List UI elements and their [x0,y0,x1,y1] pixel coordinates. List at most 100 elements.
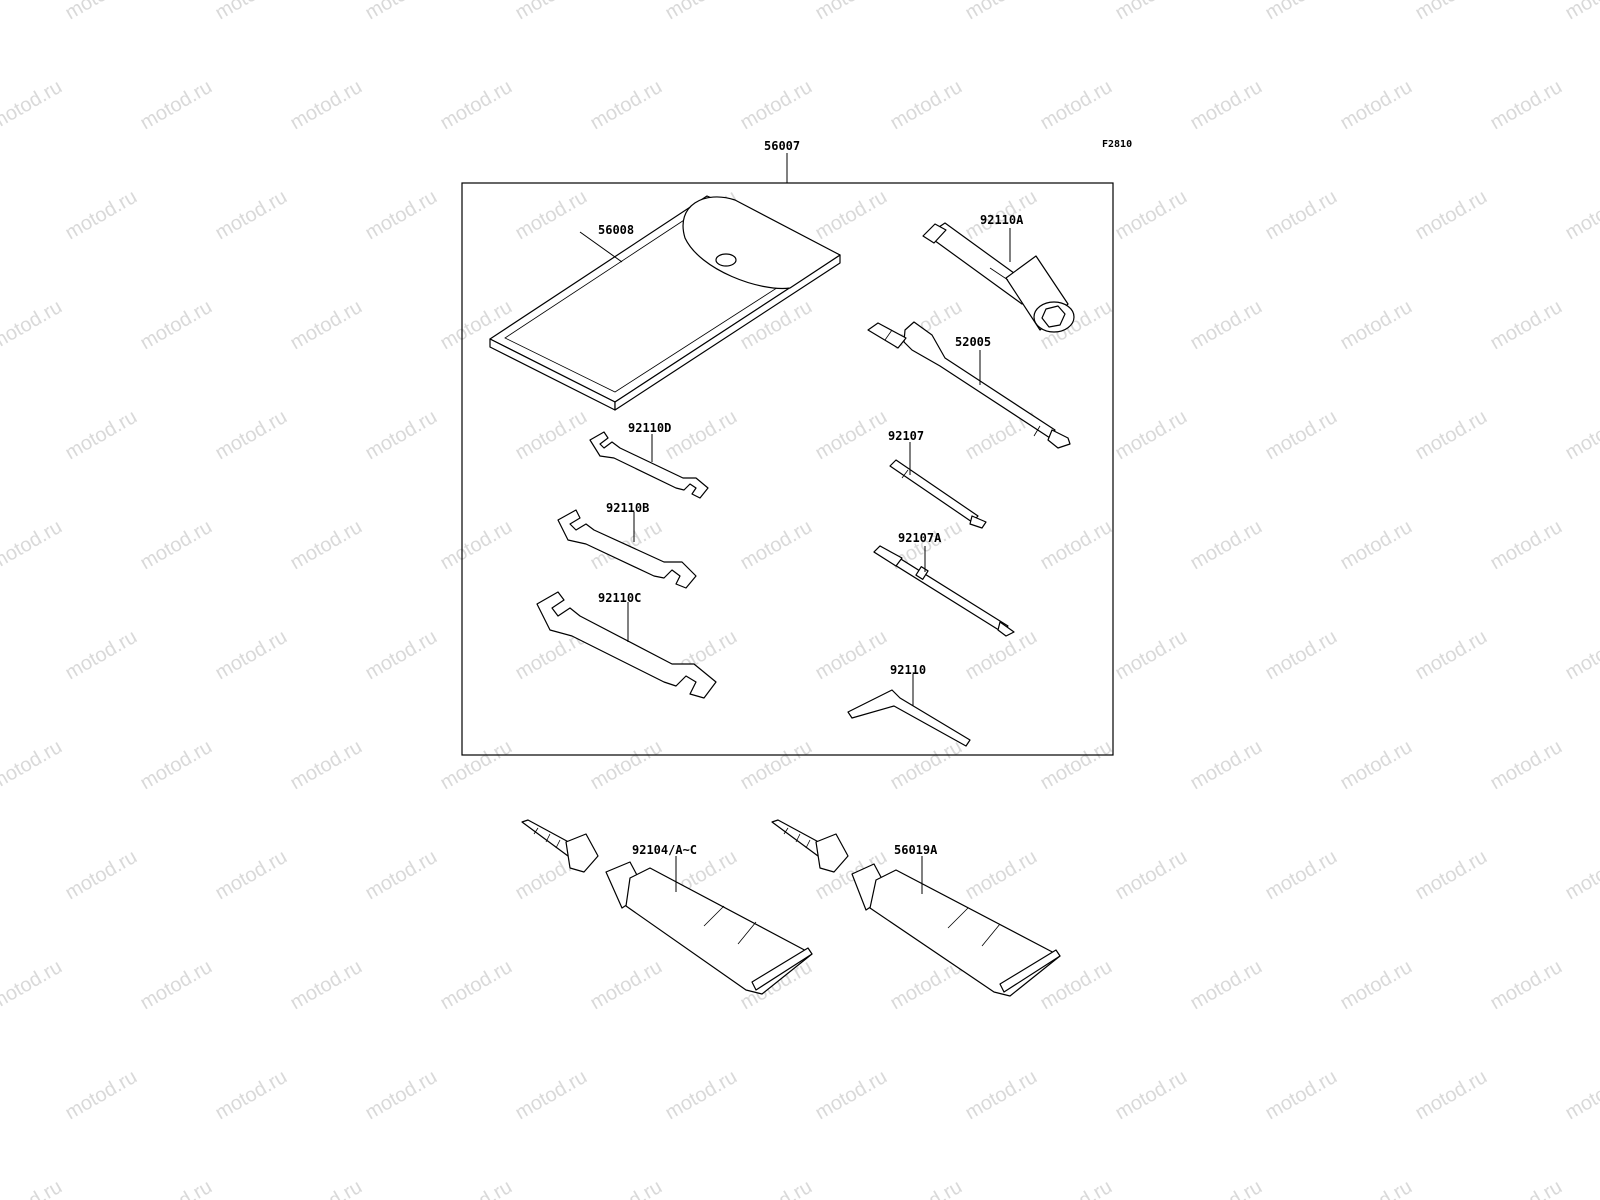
watermark-text: motod.ru [212,626,291,685]
watermark-text: motod.ru [737,76,816,135]
wrench-b-drawing [557,509,697,589]
watermark-text: motod.ru [1187,296,1266,355]
watermark-text: motod.ru [1262,186,1341,245]
watermark-text: motod.ru [287,296,366,355]
watermark-text: motod.ru [1487,1176,1566,1200]
watermark-text: motod.ru [137,736,216,795]
watermark-text: motod.ru [1112,186,1191,245]
watermark-text: motod.ru [1037,516,1116,575]
watermark-text: motod.ru [1187,956,1266,1015]
watermark-text: motod.ru [1337,296,1416,355]
watermark-text: motod.ru [137,76,216,135]
watermark-text: motod.ru [1187,736,1266,795]
watermark-text: motod.ru [962,0,1041,24]
label-wrench-d: 92110D [628,421,671,435]
watermark-text: motod.ru [362,406,441,465]
watermark-text: motod.ru [437,76,516,135]
watermark-text: motod.ru [812,1066,891,1125]
watermark-text: motod.ru [62,626,141,685]
watermark-text: motod.ru [1562,1066,1600,1125]
watermark-text: motod.ru [437,956,516,1015]
watermark-text: motod.ru [362,186,441,245]
label-plug-wrench: 92110A [980,213,1024,227]
label-hex-key: 92110 [890,663,926,677]
watermark-text: motod.ru [137,1176,216,1200]
watermark-text: motod.ru [962,846,1041,905]
watermark-text: motod.ru [1337,736,1416,795]
watermark-text: motod.ru [212,0,291,24]
watermark-text: motod.ru [437,516,516,575]
watermark-text: motod.ru [1262,846,1341,905]
watermark-text: motod.ru [362,1066,441,1125]
watermark-text: motod.ru [962,626,1041,685]
watermark-text: motod.ru [512,186,591,245]
watermark-text: motod.ru [1112,846,1191,905]
label-tube-2: 56019A [894,843,938,857]
label-wrench-c: 92110C [598,591,641,605]
watermark-text: motod.ru [812,406,891,465]
watermark-text: motod.ru [1562,406,1600,465]
watermark-text: motod.ru [287,736,366,795]
watermark-text: motod.ru [887,736,966,795]
watermark-text: motod.ru [1337,516,1416,575]
label-screwdriver-a: 92107A [898,531,942,545]
watermark-text: motod.ru [587,76,666,135]
watermark-text: motod.ru [1487,76,1566,135]
watermark-text: motod.ru [1412,626,1491,685]
watermark-text: motod.ru [1037,1176,1116,1200]
tube-2-drawing [771,819,1061,997]
label-wrench-b: 92110B [606,501,649,515]
watermark-text: motod.ru [362,0,441,24]
watermark-text: motod.ru [62,186,141,245]
watermark-text: motod.ru [212,406,291,465]
label-pouch: 56008 [598,223,634,237]
label-kit: 56007 [764,139,800,153]
watermark-text: motod.ru [1037,736,1116,795]
hex-key-drawing [847,689,971,747]
watermark-text: motod.ru [212,846,291,905]
watermark-text: motod.ru [512,406,591,465]
watermark-text: motod.ru [437,736,516,795]
watermark-text: motod.ru [737,736,816,795]
watermark-text: motod.ru [0,516,66,575]
watermark-text: motod.ru [662,1066,741,1125]
watermark-text: motod.ru [512,0,591,24]
watermark-text: motod.ru [137,956,216,1015]
tube-1-drawing [521,819,813,995]
plug-wrench-drawing [922,222,1075,333]
handle-drawing [867,321,1071,449]
pouch-drawing [489,195,841,411]
watermark-text: motod.ru [1487,516,1566,575]
watermark-text: motod.ru [137,516,216,575]
watermark-text: motod.ru [1262,1066,1341,1125]
watermark-text: motod.ru [737,516,816,575]
watermark-text: motod.ru [1262,0,1341,24]
watermark-text: motod.ru [1412,186,1491,245]
watermark-text: motod.ru [1112,1066,1191,1125]
watermark-text: motod.ru [587,1176,666,1200]
watermark-text: motod.ru [1562,626,1600,685]
watermark-text: motod.ru [0,76,66,135]
watermark-text: motod.ru [812,0,891,24]
watermark-text: motod.ru [362,846,441,905]
watermark-text: motod.ru [962,1066,1041,1125]
watermark-text: motod.ru [1487,956,1566,1015]
watermark-text: motod.ru [1112,0,1191,24]
watermark-text: motod.ru [1487,296,1566,355]
watermark-text: motod.ru [1412,0,1491,24]
watermark-text: motod.ru [662,406,741,465]
watermark-text: motod.ru [1487,736,1566,795]
watermark-text: motod.ru [287,1176,366,1200]
watermark-text: motod.ru [1262,406,1341,465]
watermark-text: motod.ru [212,1066,291,1125]
watermark-text: motod.ru [1337,956,1416,1015]
watermark-text: motod.ru [287,76,366,135]
watermark-text: motod.ru [1412,1066,1491,1125]
watermark-text: motod.ru [437,1176,516,1200]
watermark-text: motod.ru [512,1066,591,1125]
wrench-d-drawing [589,431,709,499]
watermark-text: motod.ru [887,76,966,135]
watermark-text: motod.ru [1187,516,1266,575]
watermark-text: motod.ru [1037,76,1116,135]
